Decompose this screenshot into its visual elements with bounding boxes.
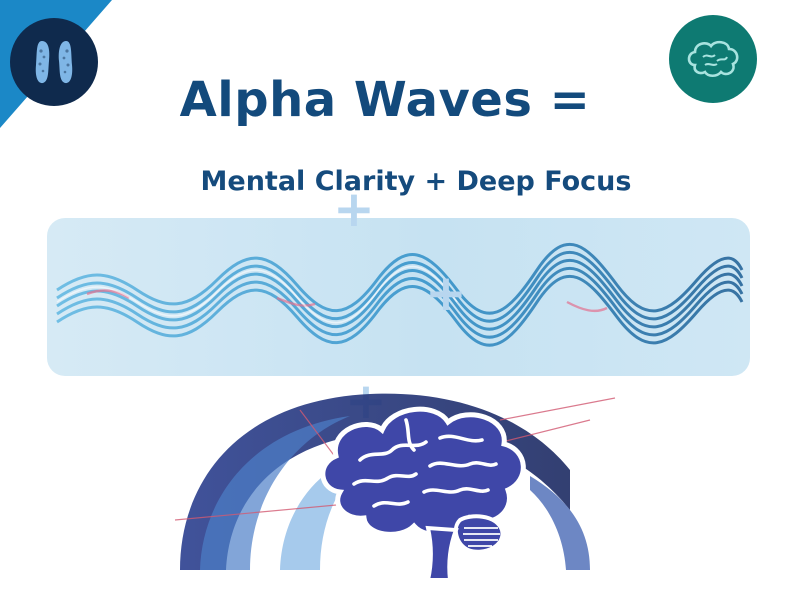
page-subtitle: Mental Clarity + Deep Focus — [200, 166, 632, 197]
page-title: Alpha Waves = — [179, 72, 591, 128]
plus-glyph-top: + — [333, 180, 375, 238]
brain-badge — [669, 15, 757, 103]
brain-icon — [687, 40, 739, 78]
brain-illustration — [174, 393, 616, 582]
wave-panel — [47, 218, 750, 376]
brainwave-icon — [56, 242, 744, 347]
plus-glyph-middle: + — [425, 264, 467, 322]
footprints-badge — [10, 18, 98, 106]
footprints-icon — [35, 41, 73, 84]
